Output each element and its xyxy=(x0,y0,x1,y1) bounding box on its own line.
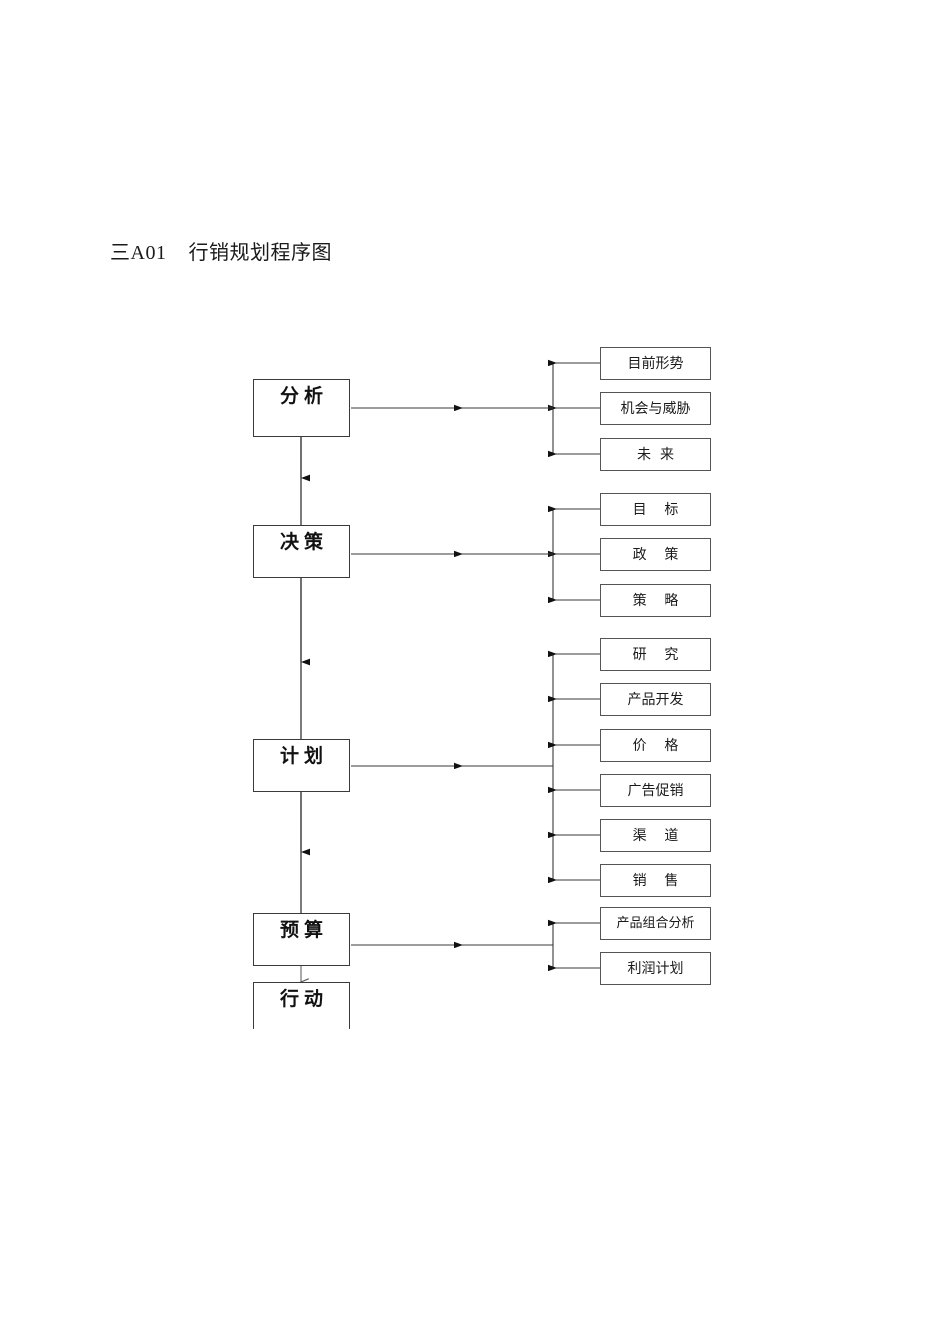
branch-label-analysis-1: 目前形势 xyxy=(627,355,684,372)
branch-box-plan-4[interactable]: 广告促销 xyxy=(600,774,711,807)
branch-box-budget-2[interactable]: 利润计划 xyxy=(600,952,711,985)
stage-label-plan: 计划 xyxy=(279,745,328,767)
branch-label-plan-5: 渠 道 xyxy=(632,827,679,844)
branch-box-plan-5[interactable]: 渠 道 xyxy=(600,819,711,852)
branch-label-plan-3: 价 格 xyxy=(632,737,679,754)
branch-label-analysis-2: 机会与威胁 xyxy=(620,400,691,417)
stage-label-budget: 预算 xyxy=(279,919,328,941)
stage-box-action[interactable]: 行动 xyxy=(253,982,350,1029)
branch-label-decision-2: 政 策 xyxy=(632,546,679,563)
branch-box-analysis-3[interactable]: 未 来 xyxy=(600,438,711,471)
branch-box-plan-2[interactable]: 产品开发 xyxy=(600,683,711,716)
stage-box-analysis[interactable]: 分析 xyxy=(253,379,350,437)
branch-label-decision-3: 策 略 xyxy=(632,592,679,609)
branch-label-plan-1: 研 究 xyxy=(632,646,679,663)
branch-label-plan-6: 销 售 xyxy=(632,872,679,889)
branch-label-plan-4: 广告促销 xyxy=(627,782,684,799)
branch-label-decision-1: 目 标 xyxy=(632,501,679,518)
branch-box-decision-1[interactable]: 目 标 xyxy=(600,493,711,526)
branch-box-plan-6[interactable]: 销 售 xyxy=(600,864,711,897)
branch-box-decision-3[interactable]: 策 略 xyxy=(600,584,711,617)
branch-box-plan-1[interactable]: 研 究 xyxy=(600,638,711,671)
branch-box-decision-2[interactable]: 政 策 xyxy=(600,538,711,571)
branch-label-analysis-3: 未 来 xyxy=(637,446,674,463)
stage-label-action: 行动 xyxy=(279,988,328,1010)
branch-box-analysis-2[interactable]: 机会与威胁 xyxy=(600,392,711,425)
branch-box-budget-1[interactable]: 产品组合分析 xyxy=(600,907,711,940)
branch-box-analysis-1[interactable]: 目前形势 xyxy=(600,347,711,380)
stage-label-analysis: 分析 xyxy=(279,385,328,407)
branch-label-plan-2: 产品开发 xyxy=(627,691,684,708)
stage-box-plan[interactable]: 计划 xyxy=(253,739,350,792)
branch-box-plan-3[interactable]: 价 格 xyxy=(600,729,711,762)
stage-label-decision: 决策 xyxy=(279,531,328,553)
stage-box-budget[interactable]: 预算 xyxy=(253,913,350,966)
branch-label-budget-1: 产品组合分析 xyxy=(616,916,695,931)
branch-label-budget-2: 利润计划 xyxy=(627,960,684,977)
page-title: 三A01 行销规划程序图 xyxy=(110,242,332,264)
stage-box-decision[interactable]: 决策 xyxy=(253,525,350,578)
